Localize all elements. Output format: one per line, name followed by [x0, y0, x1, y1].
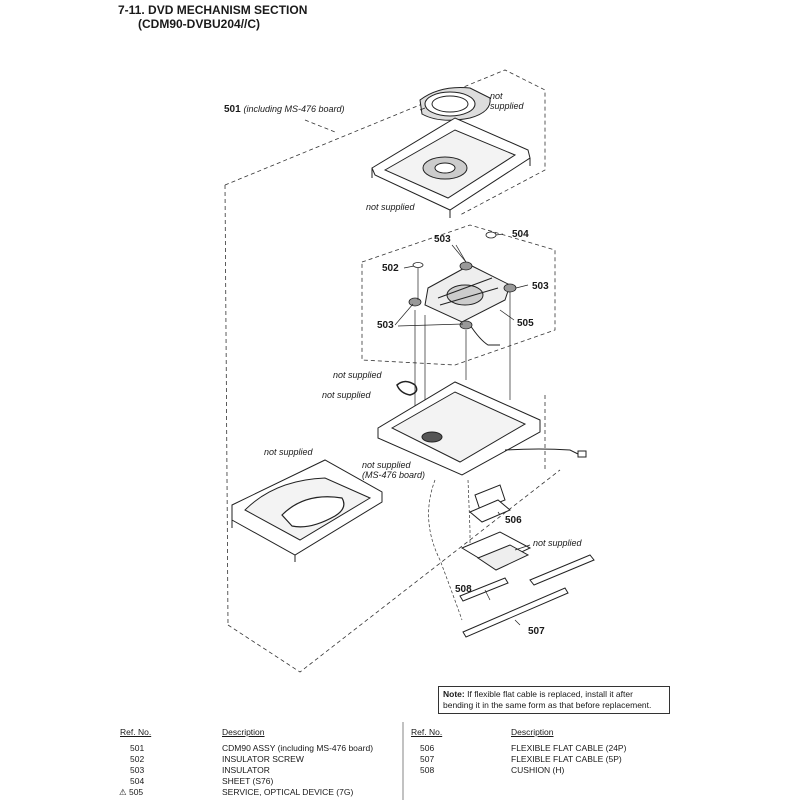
label-not-supplied-chassis: not supplied	[322, 390, 371, 400]
left-header-desc: Description	[222, 727, 265, 737]
right-header-ref: Ref. No.	[411, 727, 443, 737]
table-row-ref: 503	[130, 765, 145, 775]
table-row-ref: 504	[130, 776, 145, 786]
callout-501: 501 (including MS-476 board)	[224, 104, 345, 115]
note-label: Note:	[443, 689, 465, 699]
table-row-desc: FLEXIBLE FLAT CABLE (24P)	[511, 743, 627, 753]
table-row-desc: INSULATOR SCREW	[222, 754, 304, 764]
label-not-supplied-top: not supplied	[490, 91, 524, 111]
cables-and-board-drawing	[459, 484, 595, 638]
callout-507: 507	[528, 626, 545, 637]
section-title-line2: (CDM90-DVBU204//C)	[138, 17, 261, 31]
callout-503-right: 503	[532, 281, 549, 292]
table-row-ref: 501	[130, 743, 145, 753]
label-not-supplied-ms476: not supplied (MS-476 board)	[362, 460, 426, 480]
table-row-desc: SHEET (S76)	[222, 776, 274, 786]
section-title-line1: 7-11. DVD MECHANISM SECTION	[118, 3, 308, 17]
left-header-ref: Ref. No.	[120, 727, 152, 737]
callout-505: 505	[517, 318, 534, 329]
table-row-desc: SERVICE, OPTICAL DEVICE (7G)	[222, 787, 354, 797]
disc-clamp-drawing	[419, 87, 491, 121]
table-row-ref: 502	[130, 754, 145, 764]
callout-504: 504	[512, 229, 529, 240]
table-row-ref: 506	[420, 743, 435, 753]
front-cover-drawing	[231, 459, 383, 562]
label-not-supplied-board: not supplied	[533, 538, 582, 548]
callout-503-top: 503	[434, 234, 451, 245]
callout-506: 506	[505, 515, 522, 526]
table-row-desc: CDM90 ASSY (including MS-476 board)	[222, 743, 374, 753]
note-text: If flexible flat cable is replaced, inst…	[443, 689, 652, 710]
label-not-supplied-cover: not supplied	[264, 447, 313, 457]
optical-device-drawing	[424, 264, 511, 346]
table-row-ref: 507	[420, 754, 435, 764]
callout-508: 508	[455, 584, 472, 595]
section-title: 7-11. DVD MECHANISM SECTION (CDM90-DVBU2…	[118, 3, 307, 31]
callout-501-note: (including MS-476 board)	[243, 104, 345, 114]
callout-501-num: 501	[224, 104, 241, 115]
label-not-supplied-tray: not supplied	[366, 202, 415, 212]
table-row-desc: INSULATOR	[222, 765, 270, 775]
tray-frame-drawing	[371, 117, 531, 218]
table-row-ref: ⚠ 505	[119, 787, 144, 797]
table-row-desc: FLEXIBLE FLAT CABLE (5P)	[511, 754, 622, 764]
right-header-desc: Description	[511, 727, 554, 737]
replacement-note: Note: If flexible flat cable is replaced…	[438, 686, 670, 714]
callout-503-left: 503	[377, 320, 394, 331]
chassis-drawing	[377, 380, 587, 476]
table-row-desc: CUSHION (H)	[511, 765, 565, 775]
table-row-ref: 508	[420, 765, 435, 775]
callout-502: 502	[382, 263, 399, 274]
label-not-supplied-belt: not supplied	[333, 370, 382, 380]
